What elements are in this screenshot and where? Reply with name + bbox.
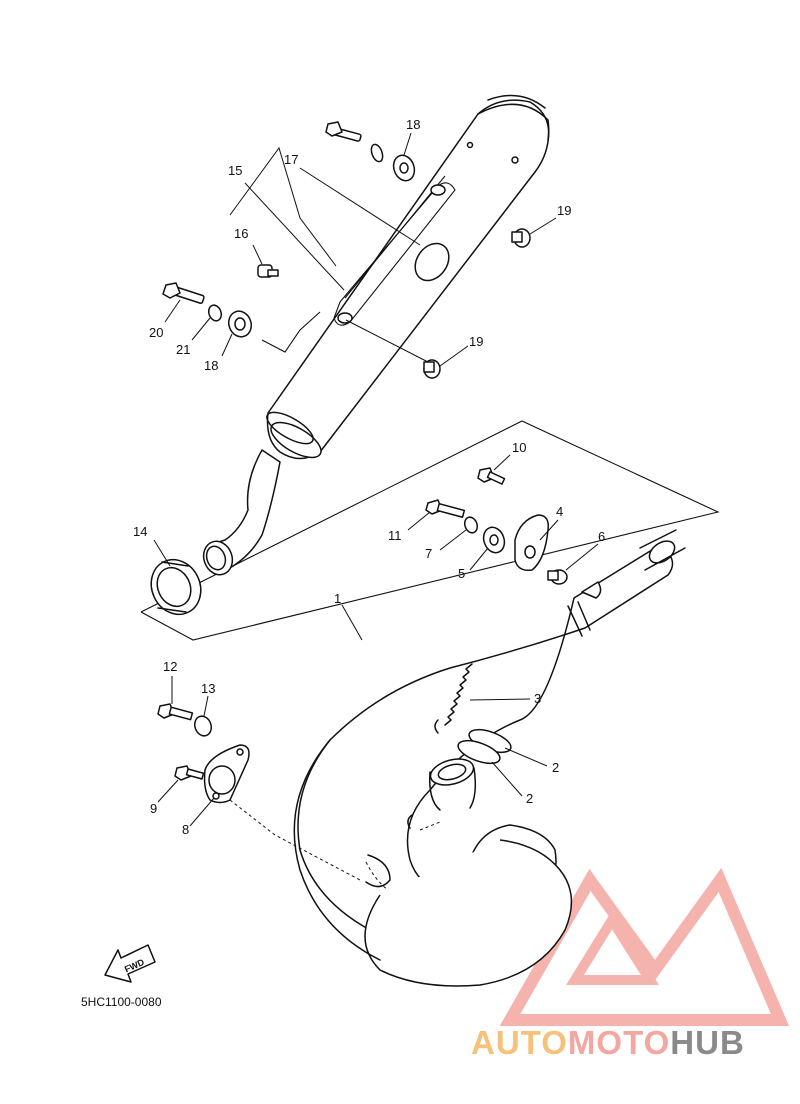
gasket-rings [457, 728, 512, 765]
joint-sleeve [150, 558, 202, 616]
exhaust-pipe [293, 529, 686, 987]
mount-hardware-upper [325, 121, 416, 182]
callout-7: 7 [425, 546, 432, 561]
callout-4: 4 [556, 504, 563, 519]
callout-10: 10 [512, 440, 526, 455]
callout-20: 20 [149, 325, 163, 340]
callout-11: 11 [388, 528, 402, 543]
callout-17: 17 [284, 152, 298, 167]
callout-12: 12 [163, 659, 177, 674]
callout-15: 15 [228, 163, 242, 178]
callout-8: 8 [182, 822, 189, 837]
callout-14: 14 [133, 524, 147, 539]
callout-6: 6 [598, 529, 605, 544]
callout-16: 16 [234, 226, 248, 241]
callout-3: 3 [534, 691, 541, 706]
flange-hardware [157, 703, 361, 881]
watermark-text: AUTOMOTOHUB [471, 1024, 745, 1061]
silencer-muffler [202, 94, 550, 576]
fwd-arrow-icon: FWD [104, 944, 156, 983]
callout-2a: 2 [552, 760, 559, 775]
watermark-text-hub: HUB [670, 1024, 745, 1061]
watermark-text-moto: MOTO [568, 1024, 670, 1061]
mount-hardware-lower [162, 282, 321, 353]
watermark-logo-icon [499, 867, 790, 1026]
callout-13: 13 [201, 681, 215, 696]
callout-1: 1 [334, 591, 341, 606]
bolt-16 [257, 264, 279, 278]
callout-19a: 19 [557, 203, 571, 218]
diagram-code: 5HC1100-0080 [81, 995, 162, 1009]
callout-18b: 18 [204, 358, 218, 373]
callout-2b: 2 [526, 791, 533, 806]
callout-19b: 19 [469, 334, 483, 349]
callout-21: 21 [176, 342, 190, 357]
watermark-text-auto: AUTO [471, 1024, 568, 1061]
muffler-kit-outline [140, 420, 720, 641]
callout-5: 5 [458, 566, 465, 581]
bracket-hardware [425, 467, 568, 585]
callout-9: 9 [150, 801, 157, 816]
leader-lines [153, 132, 599, 827]
spring [444, 663, 473, 726]
callout-18a: 18 [406, 117, 420, 132]
callout-numbers: 1 2 2 3 4 5 6 7 8 9 10 11 12 13 14 15 16… [133, 117, 605, 837]
collar-19 [423, 228, 531, 379]
